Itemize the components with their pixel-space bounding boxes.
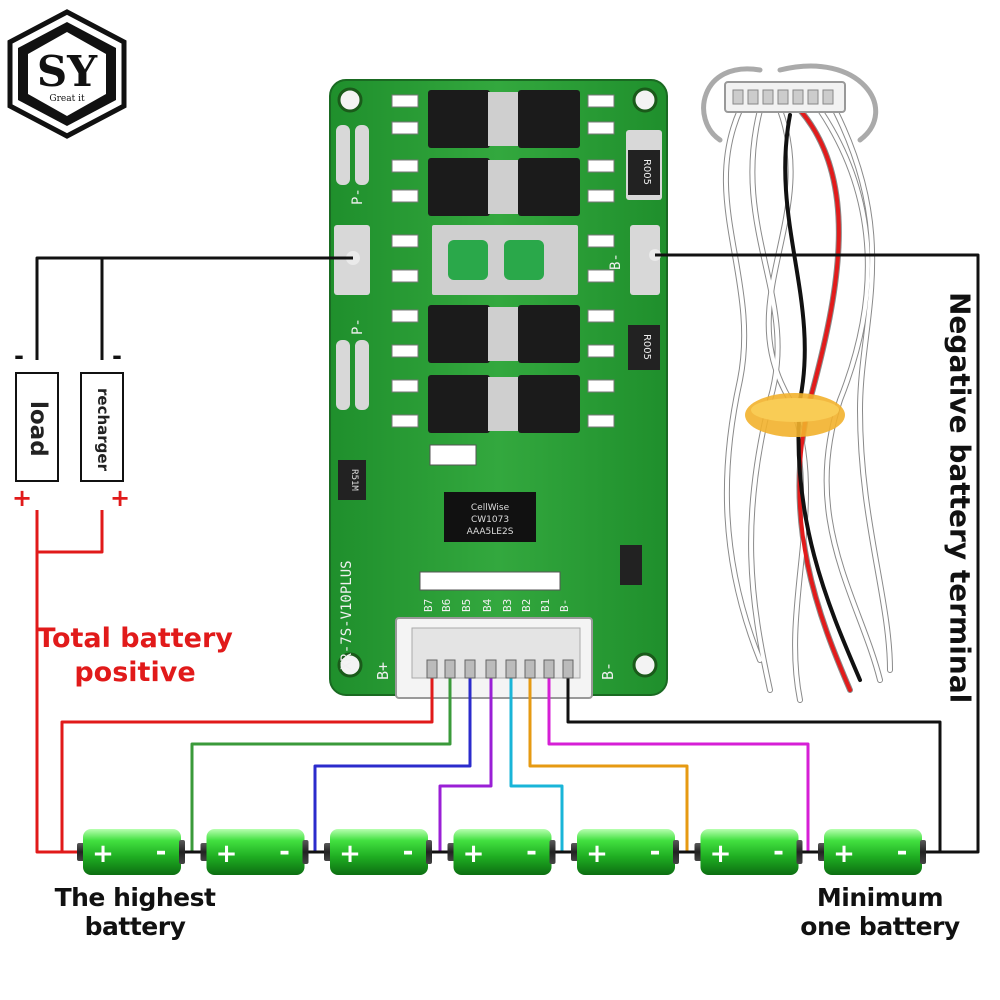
b6-wire	[190, 676, 452, 852]
balance-connector	[395, 617, 593, 699]
b5-wire	[313, 676, 472, 852]
cell-plus-sign: +	[710, 839, 732, 869]
chip-code: AAA5LE2S	[467, 527, 514, 537]
negative-terminal-wire	[655, 253, 980, 854]
recharger-positive-wire	[37, 510, 104, 554]
load-minus-sign: -	[14, 342, 24, 370]
connector-pins	[426, 659, 574, 679]
sense-resistors: R005 R005	[628, 150, 660, 370]
total-positive-line1: Total battery	[37, 623, 233, 654]
pin-label-b4: B4	[481, 598, 494, 612]
cell-plus-sign: +	[463, 839, 485, 869]
pin-label-b5: B5	[460, 599, 473, 612]
negative-terminal-label: Negative battery terminal	[943, 292, 977, 704]
silk-b-plus: B+	[374, 662, 392, 680]
minimum-line1: Minimum	[816, 883, 944, 912]
silk-b-minus-top: B-	[608, 253, 624, 270]
b1-wire	[547, 676, 810, 852]
battery-cell-7: +-	[818, 829, 926, 875]
total-positive-wire	[35, 510, 80, 854]
mosfet-marking: R51M	[349, 469, 359, 491]
highest-battery-caption: The highest battery	[40, 883, 230, 941]
cell-minus-sign: -	[526, 837, 537, 867]
pcb-board: R005 R005 P- P- B- B- B+ XR-7S-V10PLUS R…	[329, 79, 668, 699]
resistor-marking: R005	[641, 159, 652, 185]
battery-cell-3: +-	[324, 829, 432, 875]
battery-cell-1: +-	[77, 829, 185, 875]
logo-tagline: Great it	[49, 94, 85, 104]
mosfet-array	[428, 90, 580, 433]
cell-plus-sign: +	[92, 839, 114, 869]
b-minus-sense-wire	[566, 676, 942, 852]
mounting-holes	[337, 87, 658, 678]
battery-cell-6: +-	[694, 829, 803, 875]
logo-monogram: SY	[37, 47, 98, 96]
rubber-band	[745, 393, 845, 437]
b3-wire	[509, 676, 564, 852]
silk-p-minus-bottom: P-	[350, 318, 366, 335]
pin-label-b7: B7	[422, 599, 435, 612]
cell-plus-sign: +	[339, 839, 361, 869]
pin-labels: B7 B6 B5 B4 B3 B2 B1 B-	[422, 598, 571, 612]
b4-wire	[438, 676, 493, 852]
cell-minus-sign: -	[773, 837, 784, 867]
cell-plus-sign: +	[586, 839, 608, 869]
pin-label-b3: B3	[501, 599, 514, 612]
pin-label-b1: B1	[539, 599, 552, 612]
total-positive-line2: positive	[74, 657, 196, 688]
cell-plus-sign: +	[216, 839, 238, 869]
cell-minus-sign: -	[403, 837, 414, 867]
silk-b-minus-bottom: B-	[599, 662, 617, 680]
brand-logo: SY Great it	[7, 9, 127, 139]
minimum-line2: one battery	[800, 912, 960, 941]
minimum-battery-caption: Minimum one battery	[790, 883, 970, 941]
battery-cells: +-+-+-+-+-+-+-	[77, 829, 926, 875]
load-box: load	[15, 372, 59, 482]
load-negative-wire	[35, 256, 353, 360]
recharger-label: recharger	[94, 387, 112, 471]
resistor-marking-2: R005	[641, 334, 652, 360]
cell-minus-sign: -	[156, 837, 167, 867]
wire-harness	[701, 63, 893, 703]
total-battery-positive-label: Total battery positive	[30, 622, 240, 690]
highest-line1: The highest	[54, 883, 216, 912]
cell-minus-sign: -	[897, 837, 908, 867]
harness-connector	[724, 81, 846, 113]
cell-plus-sign: +	[833, 839, 855, 869]
battery-cell-4: +-	[447, 829, 556, 875]
b7-wire	[60, 676, 434, 852]
pin-label-bminus: B-	[558, 599, 571, 612]
highest-line2: battery	[84, 912, 186, 941]
cell-minus-sign: -	[650, 837, 661, 867]
recharger-minus-sign: -	[112, 342, 122, 370]
pin-label-b6: B6	[440, 599, 453, 612]
recharger-box: recharger	[80, 372, 124, 482]
cell-minus-sign: -	[279, 837, 290, 867]
chip-part: CW1073	[471, 515, 509, 525]
battery-cell-2: +-	[200, 829, 309, 875]
battery-cell-5: +-	[571, 829, 679, 875]
pin-label-b2: B2	[520, 599, 533, 612]
silk-p-minus-top: P-	[350, 188, 366, 205]
load-plus-sign: +	[12, 484, 33, 512]
b2-wire	[528, 676, 689, 852]
load-label: load	[25, 401, 51, 457]
chip-brand: CellWise	[471, 503, 510, 513]
recharger-plus-sign: +	[110, 484, 131, 512]
silk-model: XR-7S-V10PLUS	[339, 560, 355, 670]
